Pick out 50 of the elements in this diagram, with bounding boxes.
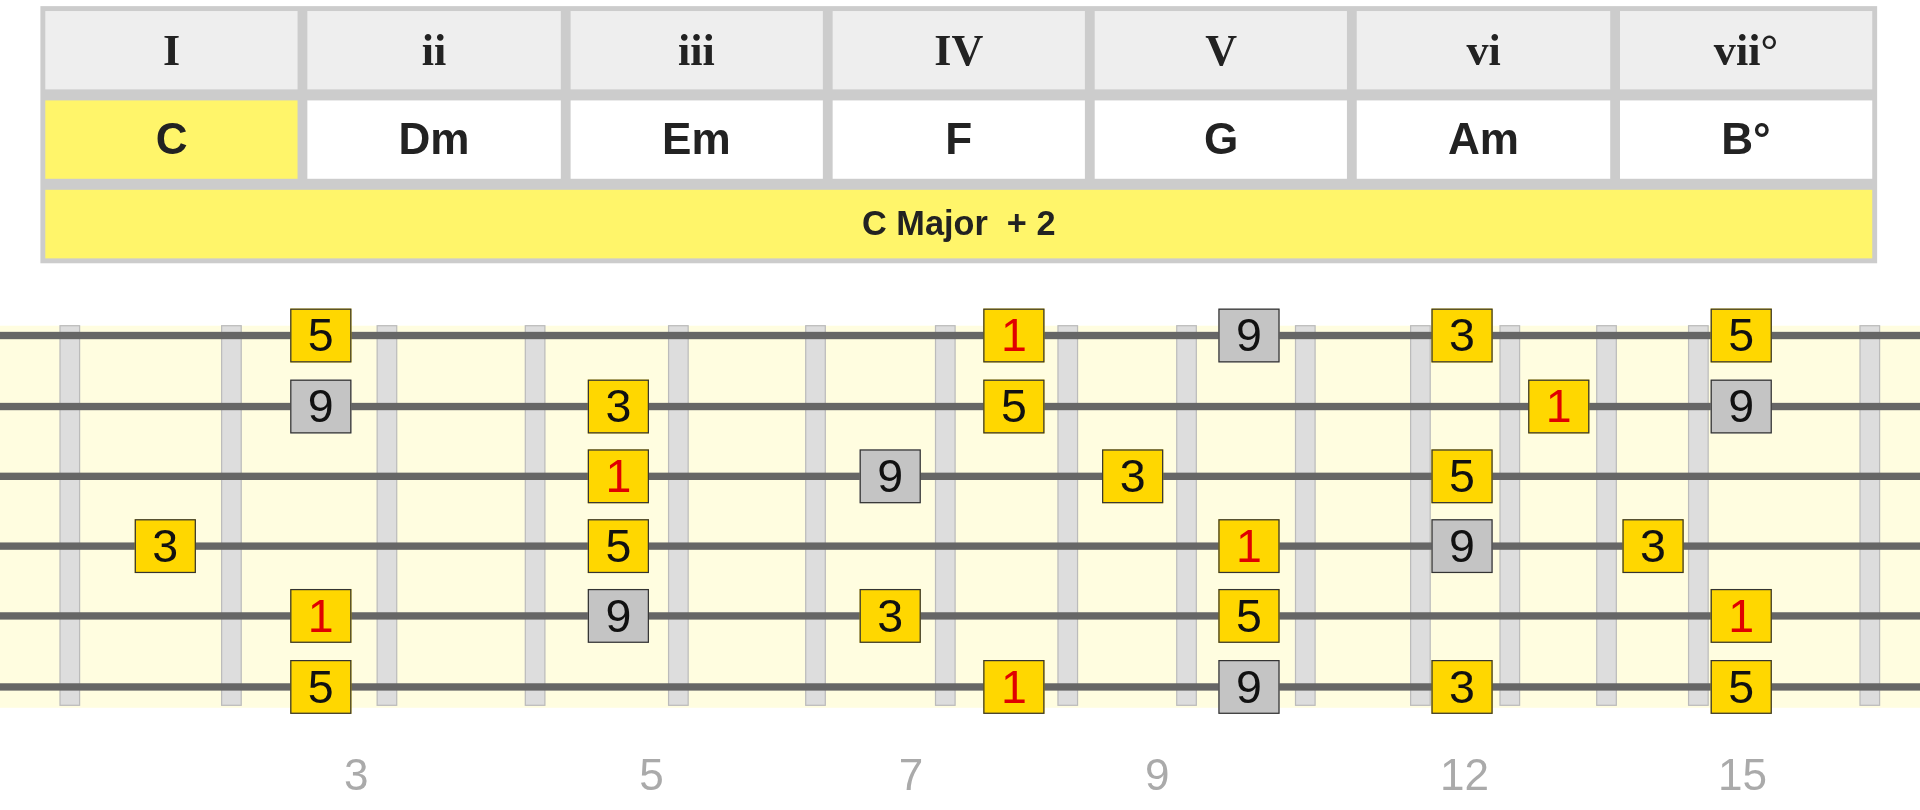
extension-note-marker: 9 bbox=[290, 379, 352, 434]
root-note-marker: 1 bbox=[983, 308, 1045, 363]
root-note-marker: 1 bbox=[983, 660, 1045, 714]
root-note-marker: 1 bbox=[587, 449, 649, 504]
scale-degree-marker: 3 bbox=[1431, 660, 1493, 714]
chord-name: Dm bbox=[307, 100, 561, 179]
degree-heading: vii° bbox=[1619, 11, 1873, 90]
degree-heading: I bbox=[45, 11, 298, 90]
scale-degree-marker: 5 bbox=[1710, 660, 1772, 714]
extension-note-marker: 9 bbox=[1218, 660, 1280, 714]
scale-degree-marker: 3 bbox=[587, 379, 649, 434]
scale-degree-marker: 5 bbox=[1710, 308, 1772, 363]
root-note-marker: 1 bbox=[1218, 519, 1280, 574]
fret-number: 7 bbox=[898, 749, 924, 801]
scale-degree-marker: 5 bbox=[587, 519, 649, 574]
chord-name: Em bbox=[570, 100, 823, 179]
degree-heading: IV bbox=[832, 11, 1086, 90]
root-note-marker: 1 bbox=[290, 589, 352, 643]
scale-degree-marker: 5 bbox=[290, 660, 352, 714]
scale-degree-marker: 5 bbox=[290, 308, 352, 363]
degree-heading: vi bbox=[1357, 11, 1610, 90]
scale-degree-marker: 3 bbox=[1622, 519, 1684, 574]
fret-number: 9 bbox=[1144, 749, 1170, 801]
extension-note-marker: 9 bbox=[1218, 308, 1280, 363]
chord-name: F bbox=[832, 100, 1086, 179]
extension-note-marker: 9 bbox=[1710, 379, 1772, 434]
scale-degree-marker: 5 bbox=[983, 379, 1045, 434]
degree-heading: V bbox=[1094, 11, 1348, 90]
key-banner: C Major + 2 bbox=[45, 189, 1873, 259]
scale-degree-marker: 3 bbox=[1102, 449, 1164, 504]
root-note-marker: 1 bbox=[1710, 589, 1772, 643]
chord-name: C bbox=[45, 100, 298, 179]
chord-name: B° bbox=[1619, 100, 1873, 179]
scale-degree-marker: 3 bbox=[859, 589, 921, 643]
scale-degree-marker: 5 bbox=[1431, 449, 1493, 504]
scale-degree-marker: 3 bbox=[134, 519, 196, 574]
fret-number: 5 bbox=[639, 749, 664, 801]
chord-name: Am bbox=[1357, 100, 1610, 179]
extension-note-marker: 9 bbox=[1431, 519, 1493, 574]
scale-degree-marker: 5 bbox=[1218, 589, 1280, 643]
scale-degree-marker: 3 bbox=[1431, 308, 1493, 363]
fret-number: 15 bbox=[1717, 749, 1767, 801]
degree-heading: ii bbox=[307, 11, 561, 90]
extension-note-marker: 9 bbox=[587, 589, 649, 643]
fret-number: 3 bbox=[344, 749, 369, 801]
chord-name: G bbox=[1094, 100, 1348, 179]
extension-note-marker: 9 bbox=[859, 449, 921, 504]
degree-heading: iii bbox=[570, 11, 823, 90]
fret-number: 12 bbox=[1439, 749, 1489, 801]
root-note-marker: 1 bbox=[1528, 379, 1590, 434]
